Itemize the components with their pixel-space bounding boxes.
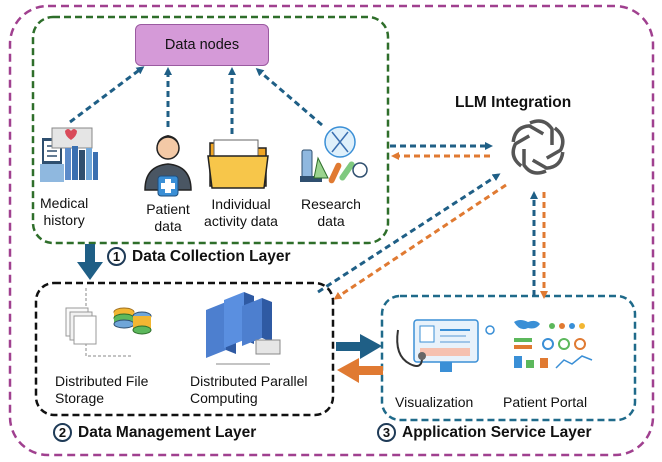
individual-activity-label: Individual activity data bbox=[204, 196, 278, 229]
arrow-llm-to-management bbox=[333, 183, 507, 300]
layer-number-3: 3 bbox=[377, 423, 396, 442]
patient-portal-icon bbox=[514, 320, 593, 369]
patient-portal-label: Patient Portal bbox=[503, 394, 588, 410]
application-layer-label: Application Service Layer bbox=[402, 423, 592, 441]
llm-logo-icon bbox=[511, 119, 565, 175]
data-nodes-box: Data nodes bbox=[135, 24, 269, 66]
arrow-medical-to-nodes bbox=[69, 66, 145, 124]
patient-data-label: Patient data bbox=[146, 201, 190, 234]
collection-layer-label: Data Collection Layer bbox=[132, 247, 291, 265]
patient-icon bbox=[144, 135, 192, 197]
outer-border bbox=[8, 4, 655, 457]
distributed-parallel-computing-icon bbox=[206, 292, 281, 365]
medical-history-label: Medical history bbox=[40, 195, 89, 228]
distributed-file-storage-label: Distributed File Storage bbox=[55, 373, 149, 406]
arrow-management-to-llm bbox=[317, 173, 501, 294]
management-layer-title: 2 Data Management Layer bbox=[53, 423, 256, 442]
medical-history-icon bbox=[40, 127, 98, 182]
llm-integration-title: LLM Integration bbox=[455, 94, 572, 111]
research-data-label: Research data bbox=[301, 196, 361, 229]
arrow-research-to-nodes bbox=[255, 68, 323, 127]
application-layer-title: 3 Application Service Layer bbox=[377, 423, 592, 442]
visualization-icon bbox=[396, 319, 495, 372]
distributed-file-storage-icon bbox=[65, 288, 152, 357]
arrow-collection-to-management bbox=[77, 244, 103, 280]
distributed-parallel-computing-label: Distributed Parallel Computing bbox=[190, 373, 308, 406]
visualization-label: Visualization bbox=[395, 394, 474, 410]
data-nodes-label: Data nodes bbox=[164, 37, 240, 53]
folder-icon bbox=[207, 139, 269, 189]
arrow-application-to-management bbox=[337, 358, 383, 383]
arrow-management-to-application bbox=[336, 334, 382, 359]
collection-layer-box bbox=[31, 15, 390, 245]
research-icon bbox=[300, 126, 368, 184]
collection-layer-title: 1 Data Collection Layer bbox=[107, 247, 291, 266]
management-layer-label: Data Management Layer bbox=[78, 423, 257, 441]
management-layer-box bbox=[34, 281, 335, 417]
application-layer-box bbox=[380, 294, 637, 422]
layer-number-2: 2 bbox=[53, 423, 72, 442]
layer-number-1: 1 bbox=[107, 247, 126, 266]
